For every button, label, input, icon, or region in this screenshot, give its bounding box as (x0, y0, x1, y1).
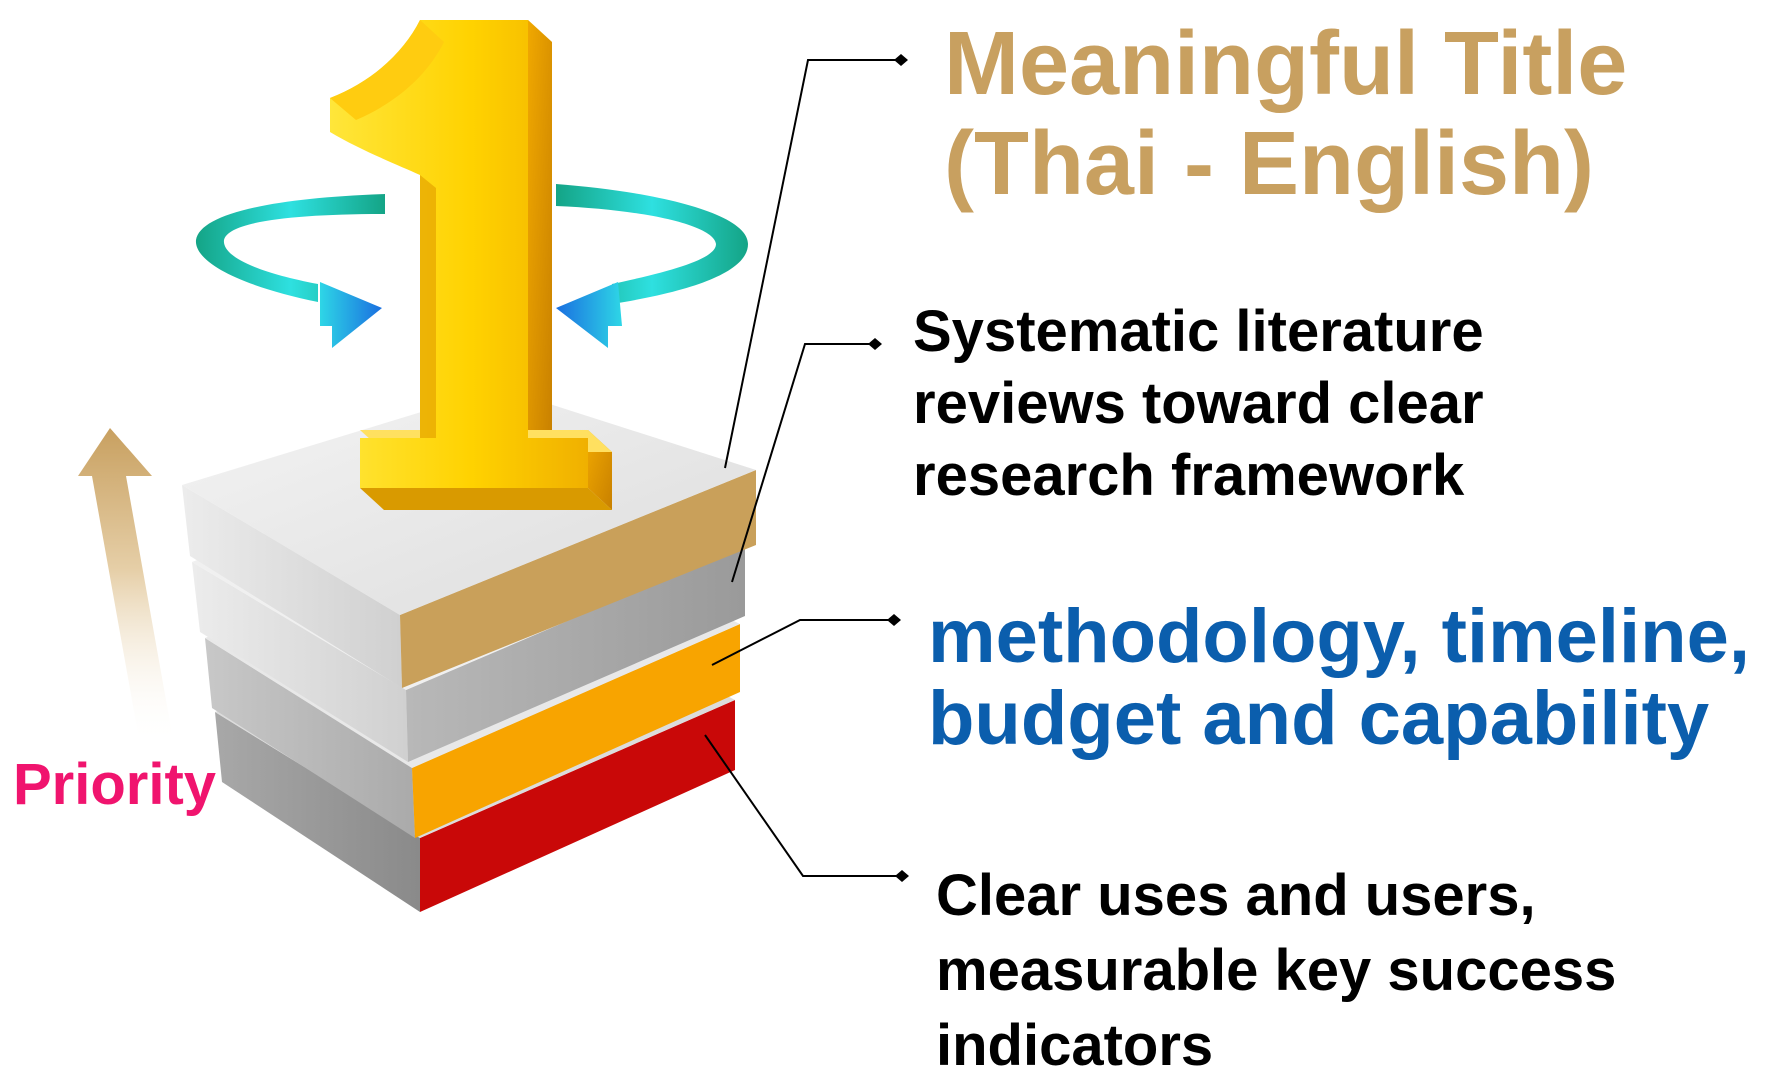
methodology-line-2: budget and capability (928, 676, 1710, 761)
review-label: Systematic literature reviews toward cle… (913, 296, 1484, 512)
review-line-3: research framework (913, 443, 1465, 508)
methodology-line-1: methodology, timeline, (928, 594, 1750, 679)
priority-up-arrow-icon (78, 428, 174, 745)
connector-methodology-endpoint (887, 614, 901, 626)
uses-line-3: indicators (936, 1013, 1214, 1078)
uses-label: Clear uses and users, measurable key suc… (936, 858, 1616, 1083)
connector-uses-endpoint (895, 870, 909, 882)
uses-line-1: Clear uses and users, (936, 863, 1536, 928)
number-one-icon (330, 20, 612, 510)
title-label: Meaningful Title (Thai - English) (944, 14, 1627, 214)
title-line-2: (Thai - English) (944, 114, 1594, 214)
uses-line-2: measurable key success (936, 938, 1617, 1003)
priority-stack-diagram (78, 20, 909, 912)
review-line-1: Systematic literature (913, 299, 1484, 364)
layer-stack (182, 388, 756, 912)
connector-uses (704, 734, 903, 877)
review-line-2: reviews toward clear (913, 371, 1484, 436)
connector-title (724, 59, 902, 469)
rotate-arrows-icon (195, 184, 748, 348)
connector-lines (704, 59, 903, 877)
connector-title-endpoint (894, 54, 908, 66)
methodology-label: methodology, timeline, budget and capabi… (928, 596, 1750, 760)
connector-endpoints (868, 54, 909, 882)
connector-review-endpoint (868, 338, 882, 350)
connector-review (731, 343, 876, 583)
title-line-1: Meaningful Title (944, 14, 1628, 114)
connector-methodology (711, 619, 895, 666)
priority-label: Priority (13, 752, 217, 817)
